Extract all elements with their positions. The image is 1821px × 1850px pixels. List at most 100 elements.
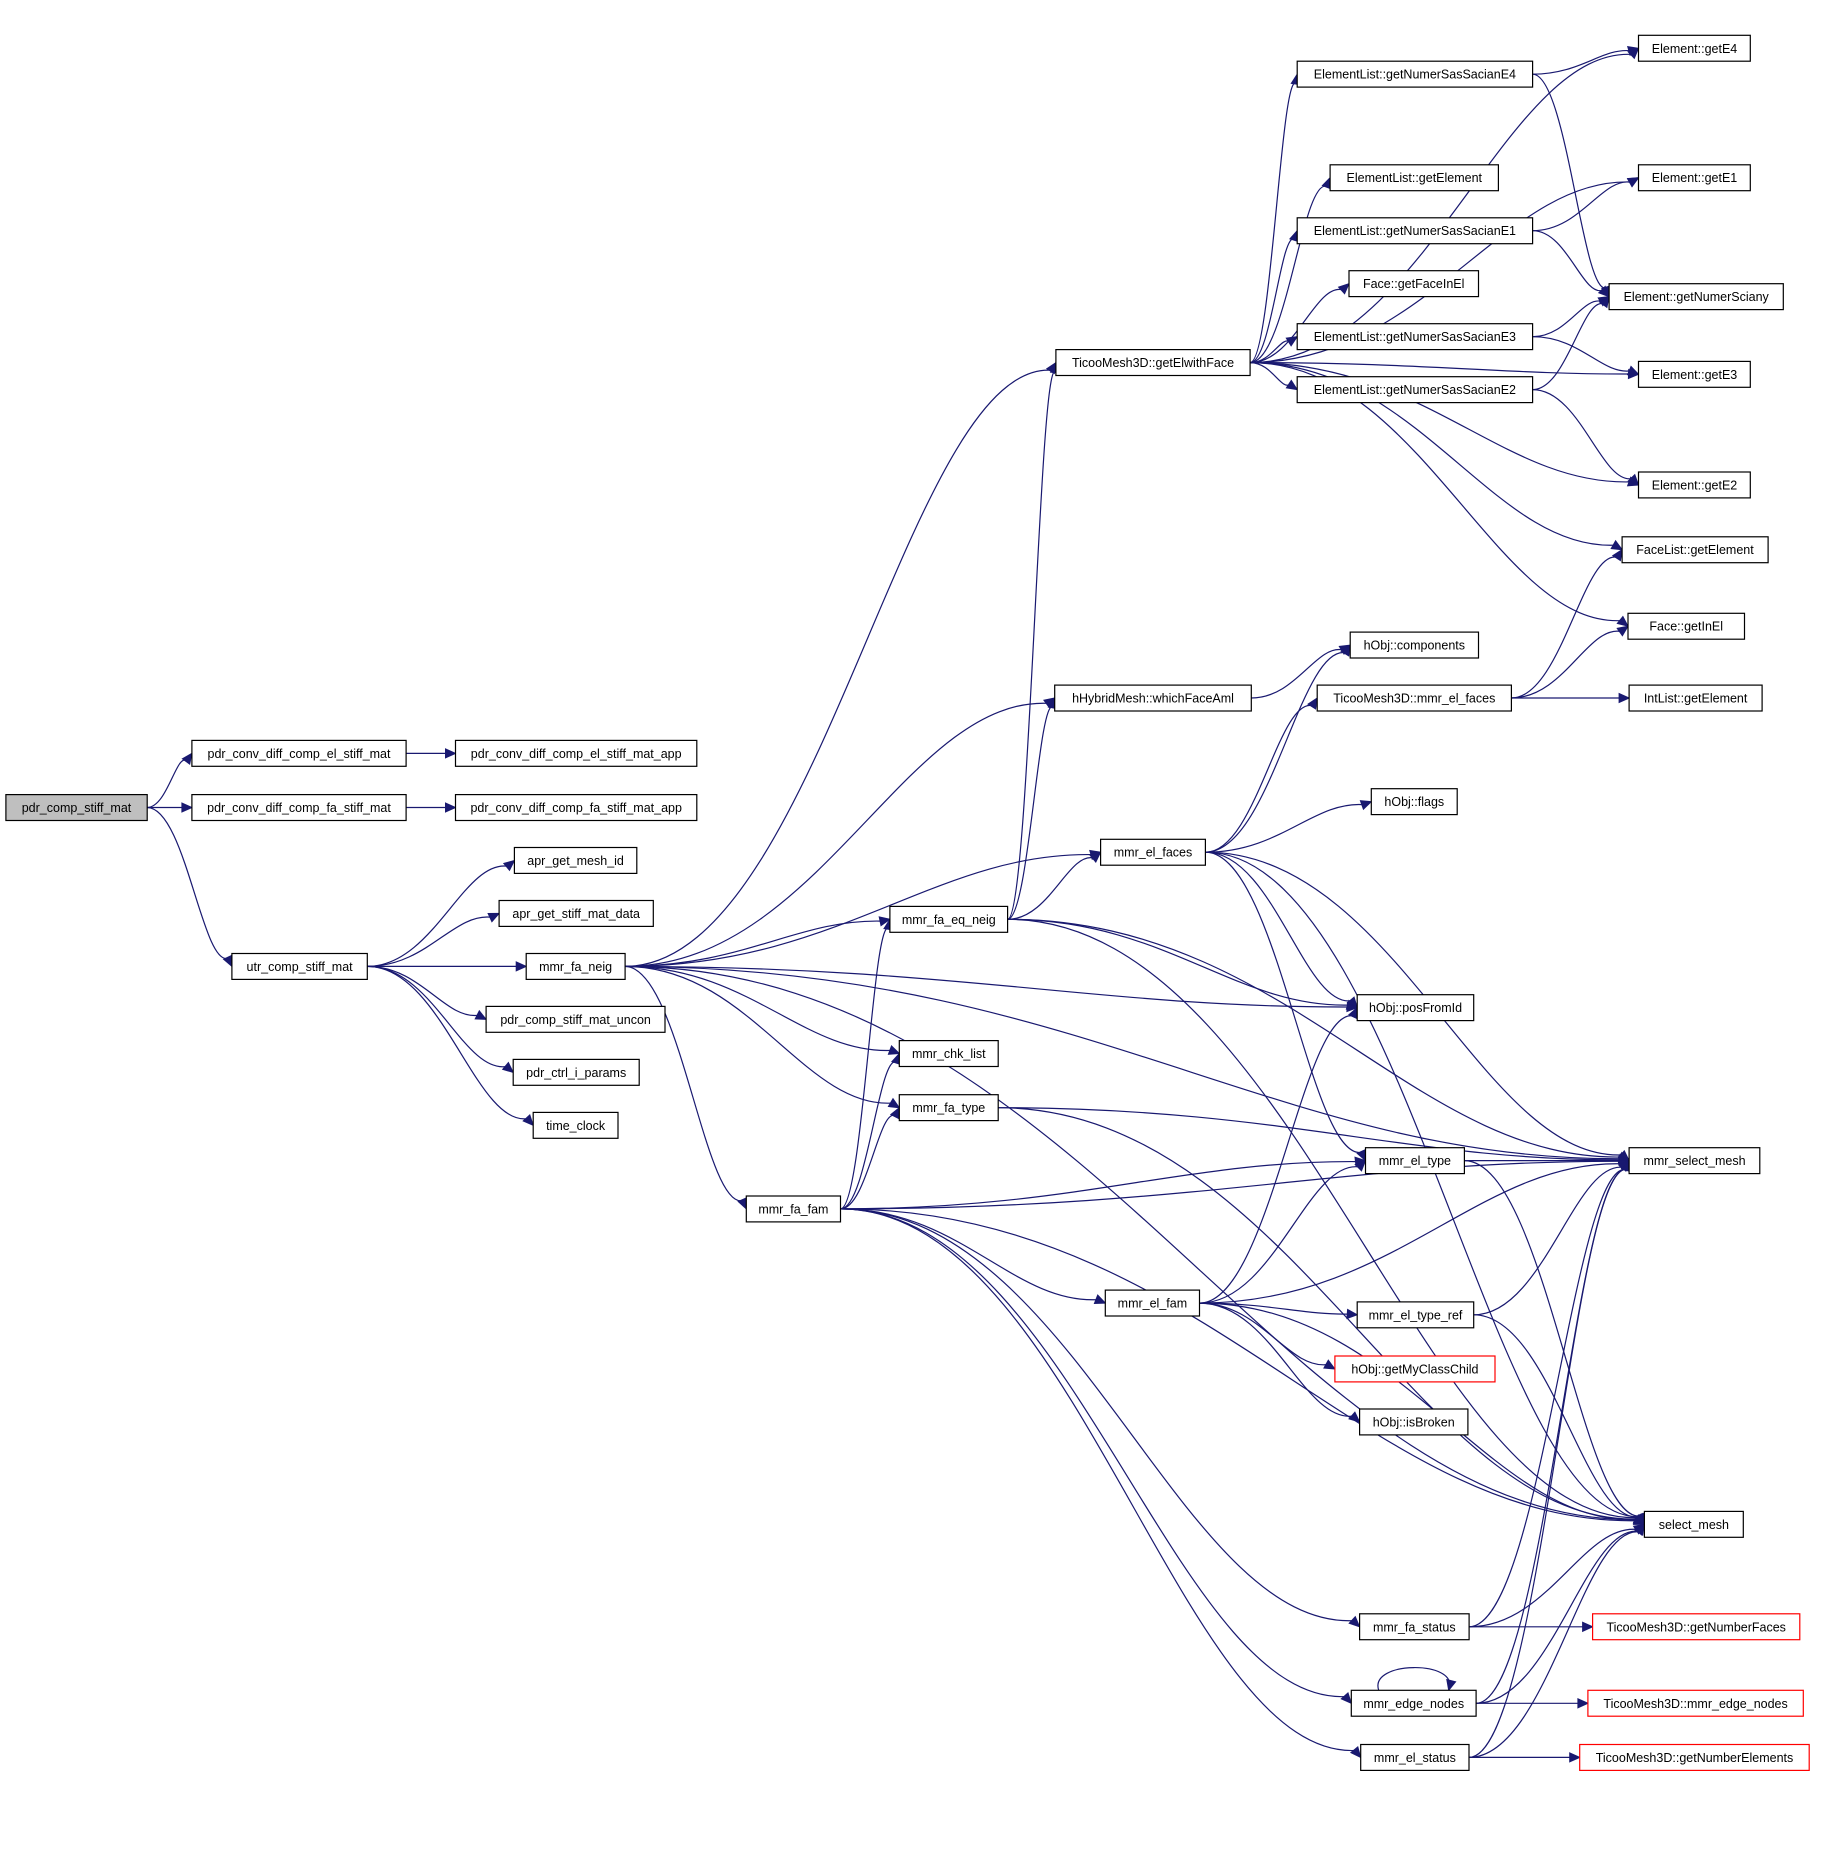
node-fa-neig[interactable]: mmr_fa_neig (525, 952, 626, 980)
node-label: TicooMesh3D::getNumberFaces (1606, 1620, 1785, 1634)
node-tmef[interactable]: TicooMesh3D::mmr_el_faces (1316, 684, 1512, 712)
node-nEls[interactable]: TicooMesh3D::getNumberElements (1579, 1743, 1810, 1771)
edge-arrowhead (1610, 539, 1624, 551)
edge-fa-neig-to-elwf (624, 361, 1057, 967)
node-box (1356, 994, 1475, 1022)
node-fa-type[interactable]: mmr_fa_type (898, 1094, 999, 1122)
edge-line (1007, 370, 1056, 920)
node-el-faces[interactable]: mmr_el_faces (1099, 838, 1206, 866)
node-fa-fam[interactable]: mmr_fa_fam (745, 1195, 842, 1223)
edge-arrowhead (1569, 1752, 1581, 1763)
node-el-type[interactable]: mmr_el_type (1364, 1147, 1466, 1175)
edge-elwf-to-sE2 (1250, 362, 1299, 391)
node-label: pdr_conv_diff_comp_el_stiff_mat_app (471, 747, 682, 761)
node-root[interactable]: pdr_comp_stiff_mat (5, 793, 148, 822)
node-apr-data[interactable]: apr_get_stiff_mat_data (498, 899, 654, 927)
node-whf[interactable]: hHybridMesh::whichFaceAml (1054, 684, 1252, 712)
node-pcd-fa-app[interactable]: pdr_conv_diff_comp_fa_stiff_mat_app (454, 793, 698, 822)
edge-elwf-to-sE3 (1250, 336, 1299, 364)
node-E2[interactable]: Element::getE2 (1637, 471, 1751, 499)
node-box (1334, 1355, 1496, 1383)
edge-line (624, 965, 892, 1104)
node-ctrl[interactable]: pdr_ctrl_i_params (512, 1058, 640, 1086)
node-flEl[interactable]: FaceList::getElement (1621, 536, 1769, 564)
node-box (1349, 631, 1480, 659)
edge-arrowhead (474, 1009, 488, 1020)
node-box (5, 793, 148, 822)
node-pcd-el-app[interactable]: pdr_conv_diff_comp_el_stiff_mat_app (454, 739, 698, 767)
node-edgeN[interactable]: TicooMesh3D::mmr_edge_nodes (1587, 1689, 1804, 1717)
node-apr-mesh[interactable]: apr_get_mesh_id (513, 846, 638, 874)
node-sE3[interactable]: ElementList::getNumerSasSacianE3 (1296, 323, 1534, 351)
node-label: ElementList::getNumerSasSacianE1 (1314, 224, 1516, 238)
node-box (1637, 164, 1751, 192)
node-sel[interactable]: mmr_select_mesh (1628, 1147, 1761, 1175)
node-label: utr_comp_stiff_mat (247, 960, 354, 974)
edge-arrowhead (181, 752, 193, 765)
node-fa-status[interactable]: mmr_fa_status (1358, 1613, 1470, 1641)
node-pcd-el[interactable]: pdr_conv_diff_comp_el_stiff_mat (191, 739, 407, 767)
node-faceInEl[interactable]: Face::getFaceInEl (1348, 270, 1480, 298)
node-getEl[interactable]: ElementList::getElement (1329, 164, 1499, 192)
node-elwf[interactable]: TicooMesh3D::getElwithFace (1055, 349, 1251, 377)
edge-line (1468, 1528, 1637, 1628)
edge-line (1007, 918, 1349, 1006)
node-el-status[interactable]: mmr_el_status (1360, 1743, 1470, 1771)
edge-sE4-to-E4 (1532, 45, 1640, 75)
node-el-type-ref[interactable]: mmr_el_type_ref (1356, 1301, 1475, 1329)
node-label: Face::getFaceInEl (1363, 277, 1464, 291)
edge-line (1468, 1531, 1640, 1758)
node-E1[interactable]: Element::getE1 (1637, 164, 1751, 192)
node-label: hObj::isBroken (1373, 1416, 1455, 1430)
node-broken[interactable]: hObj::isBroken (1358, 1408, 1469, 1436)
node-myClass[interactable]: hObj::getMyClassChild (1334, 1355, 1496, 1383)
node-nFaces[interactable]: TicooMesh3D::getNumberFaces (1591, 1613, 1801, 1641)
node-inEl[interactable]: Face::getInEl (1627, 612, 1746, 640)
node-comp[interactable]: hObj::components (1349, 631, 1480, 659)
node-label: mmr_edge_nodes (1363, 1697, 1464, 1711)
edge-arrowhead (1348, 1411, 1361, 1423)
node-ilEl[interactable]: IntList::getElement (1628, 684, 1763, 712)
edge-line (1532, 303, 1605, 391)
node-clock[interactable]: time_clock (532, 1111, 619, 1139)
edge-line (840, 1160, 1621, 1210)
node-box (498, 899, 654, 927)
edge-el-fam-to-posId (1199, 1006, 1358, 1304)
node-label: mmr_el_faces (1114, 846, 1193, 860)
edge-line (1468, 1168, 1628, 1758)
node-label: Element::getNumerSciany (1624, 290, 1770, 304)
node-sciany[interactable]: Element::getNumerSciany (1608, 283, 1784, 311)
node-sE1[interactable]: ElementList::getNumerSasSacianE1 (1296, 217, 1534, 245)
edge-arrowhead (502, 859, 516, 872)
edge-line (147, 806, 229, 959)
node-label: pdr_comp_stiff_mat_uncon (500, 1013, 651, 1027)
node-pcd-fa[interactable]: pdr_conv_diff_comp_fa_stiff_mat (191, 793, 407, 822)
node-el-fam[interactable]: mmr_el_fam (1104, 1289, 1201, 1317)
node-chk[interactable]: mmr_chk_list (898, 1039, 999, 1068)
node-E4[interactable]: Element::getE4 (1637, 34, 1751, 62)
node-label: mmr_el_status (1374, 1751, 1456, 1765)
edge-line (367, 965, 528, 1120)
node-posId[interactable]: hObj::posFromId (1356, 994, 1475, 1022)
edge-el-faces-to-flags (1205, 800, 1373, 853)
node-label: ElementList::getNumerSasSacianE4 (1314, 68, 1516, 82)
edge-arrowhead (1627, 473, 1640, 486)
node-label: mmr_fa_eq_neig (902, 913, 996, 927)
edge-line (624, 702, 1048, 967)
node-eq-neig[interactable]: mmr_fa_eq_neig (889, 905, 1009, 933)
node-uncon[interactable]: pdr_comp_stiff_mat_uncon (485, 1005, 666, 1033)
edge-line (1249, 238, 1295, 364)
edge-line (624, 965, 1349, 1008)
edge-utr-to-apr-data (367, 912, 501, 967)
node-flags[interactable]: hObj::flags (1370, 788, 1458, 816)
node-label: mmr_fa_type (912, 1101, 985, 1115)
node-utr[interactable]: utr_comp_stiff_mat (231, 952, 368, 980)
node-selm[interactable]: select_mesh (1643, 1510, 1744, 1538)
node-box (485, 1005, 666, 1033)
node-box (1637, 471, 1751, 499)
node-sE4[interactable]: ElementList::getNumerSasSacianE4 (1296, 60, 1534, 88)
node-edge-nodes[interactable]: mmr_edge_nodes (1350, 1689, 1477, 1717)
node-sE2[interactable]: ElementList::getNumerSasSacianE2 (1296, 376, 1534, 404)
edge-root-to-pcd-el (147, 752, 193, 809)
node-E3[interactable]: Element::getE3 (1637, 360, 1751, 388)
